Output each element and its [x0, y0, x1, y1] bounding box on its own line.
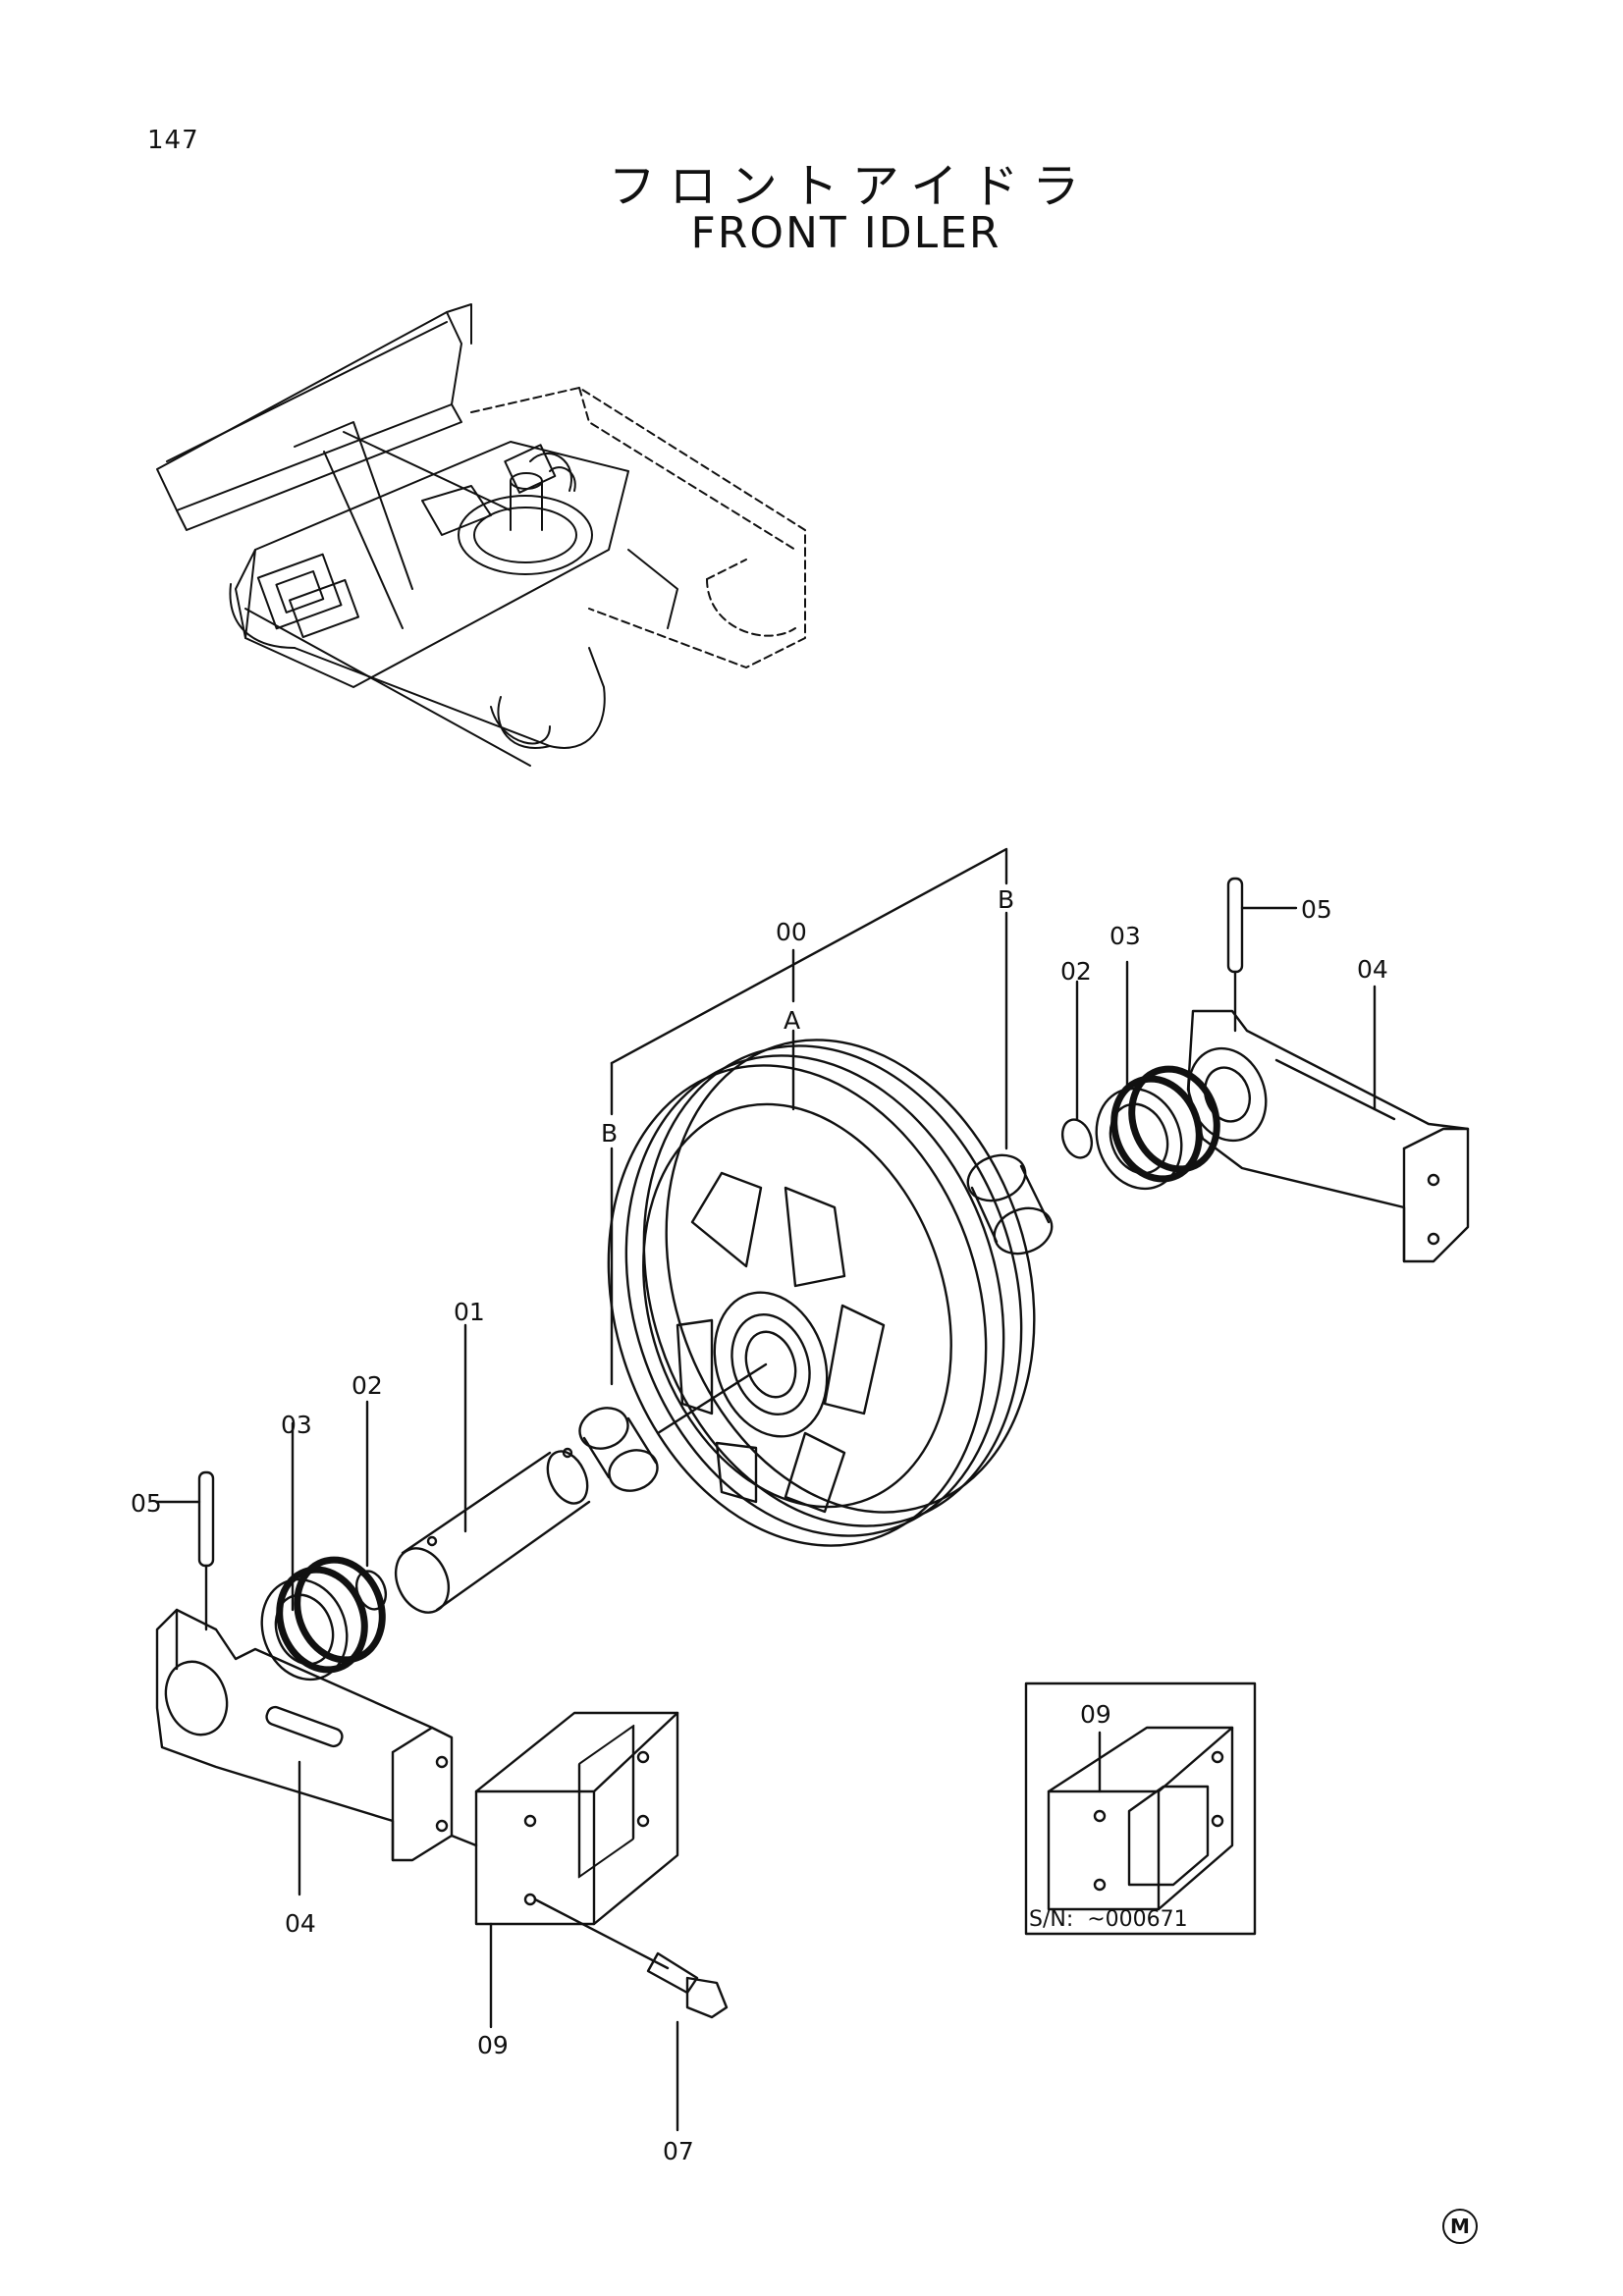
idler-wheel	[607, 1039, 1036, 1547]
page-number: 147	[147, 126, 199, 155]
bushing-right	[966, 1153, 1054, 1255]
wear-block	[450, 1711, 679, 1926]
callout-01: 01	[454, 1298, 485, 1326]
shaft	[394, 1447, 591, 1614]
callout-07: 07	[663, 2137, 694, 2165]
bracket-right	[1186, 1009, 1470, 1263]
bolt	[533, 1897, 729, 2132]
callout-02-left: 02	[352, 1371, 383, 1400]
title-english: FRONT IDLER	[690, 208, 1001, 258]
inset-callout-09: 09	[1080, 1700, 1111, 1729]
callout-05-left: 05	[131, 1489, 162, 1518]
inset-box	[1024, 1682, 1257, 1936]
callout-03-left: 03	[281, 1411, 312, 1439]
roll-pin-right	[1226, 877, 1298, 1033]
inset-block	[1047, 1726, 1234, 1911]
callout-03-right: 03	[1109, 922, 1141, 950]
callout-02-right: 02	[1060, 957, 1092, 986]
bracket-left	[155, 1608, 454, 1862]
callout-b-right: B	[998, 885, 1014, 914]
title-japanese: フロントアイドラ	[608, 159, 1094, 214]
bushing-left	[578, 1362, 768, 1492]
callout-a: A	[784, 1006, 800, 1035]
callout-04-left: 04	[285, 1909, 316, 1938]
manufacturer-mark: M	[1442, 2209, 1478, 2244]
callout-09: 09	[477, 2031, 509, 2059]
floating-seal-left	[260, 1556, 386, 1682]
callout-05-right: 05	[1301, 895, 1332, 924]
o-ring-right	[1060, 1118, 1094, 1159]
roll-pin-left	[155, 1470, 215, 1631]
callout-04-right: 04	[1357, 955, 1388, 984]
callout-b-left: B	[601, 1119, 618, 1148]
undercarriage-overview	[156, 303, 806, 767]
leader-b-bracket	[610, 847, 1008, 1065]
floating-seal-right	[1095, 1065, 1220, 1191]
inset-serial-note: S/N: ~000671	[1029, 1907, 1188, 1932]
callout-00: 00	[776, 918, 807, 946]
